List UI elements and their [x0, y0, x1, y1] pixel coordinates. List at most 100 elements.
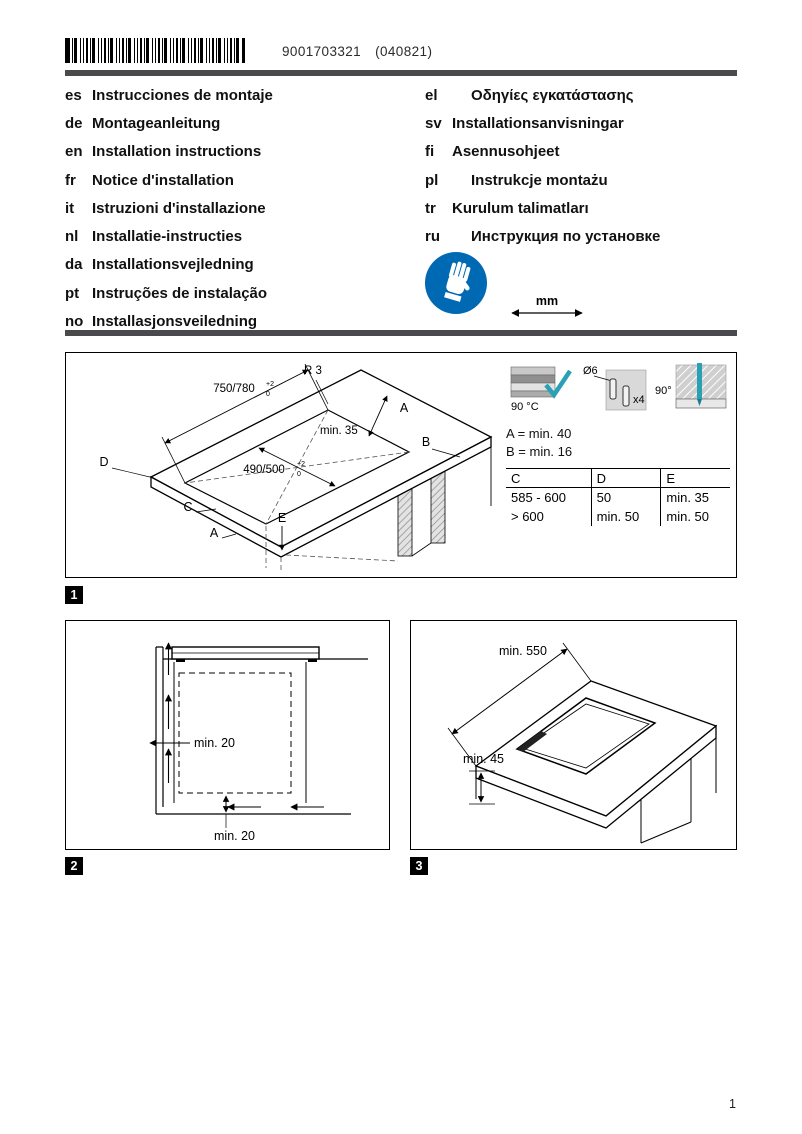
language-label: Installationsanvisningar — [452, 114, 624, 132]
language-row-tr: tr Kurulum talimatları — [425, 194, 737, 222]
dimension-b-spec: B = min. 16 — [506, 444, 573, 459]
language-row-pt: pt Instruções de instalação — [65, 279, 415, 307]
language-label: Инструкция по установке — [471, 228, 661, 246]
step-badge-1: 1 — [65, 586, 83, 604]
barcode-date-code: (040821) — [375, 44, 433, 59]
clearance-table: C D E 585 - 600 50 min. 35 > 600 min. 50… — [506, 468, 730, 526]
figure-2-ventilation-section: min. 20 min. 20 — [65, 620, 390, 850]
figure-1-cutout-drawing: 750/780 +2 0 R 3 min. 35 490/500 +2 0 A … — [65, 352, 737, 578]
min-rear-label: min. 35 — [320, 425, 358, 437]
language-code: es — [65, 86, 82, 104]
language-row-it: it Istruzioni d'installazione — [65, 194, 415, 222]
dimension-a-spec: A = min. 40 — [506, 426, 572, 441]
language-list-right: el Οδηγίες εγκατάστασης sv Installationsan… — [425, 81, 737, 251]
col-header-e: E — [660, 468, 730, 488]
language-row-el: el Οδηγίες εγκατάστασης — [425, 81, 737, 109]
cell-d1: 50 — [590, 487, 661, 507]
dimension-bottom-gap: min. 20 — [214, 795, 255, 843]
mm-scale: mm — [506, 294, 588, 320]
cabinet-below — [475, 738, 717, 844]
label-d: D — [99, 455, 108, 469]
divider-top — [65, 70, 737, 76]
dowel-screws-icon: Ø6 x4 — [579, 361, 649, 415]
worktop-heat-resistance-icon: 90 °C — [506, 361, 576, 415]
col-header-d: D — [590, 468, 661, 488]
language-row-pl: pl Instrukcje montażu — [425, 166, 737, 194]
label-a-bottom: A — [210, 526, 219, 540]
mm-label: mm — [536, 294, 558, 308]
language-code: fr — [65, 171, 76, 189]
language-code: pl — [425, 171, 439, 189]
radius-callout: R 3 — [304, 365, 329, 405]
label-e: E — [278, 511, 286, 525]
worktop-cutout-isometric: 750/780 +2 0 R 3 min. 35 490/500 +2 0 A … — [99, 363, 493, 572]
table-row: 585 - 600 50 min. 35 — [506, 487, 730, 507]
dim-width-tol-plus: +2 — [266, 381, 274, 388]
col-header-c: C — [506, 468, 592, 488]
spec-panel: 90 °C Ø6 x4 — [506, 361, 730, 526]
language-label: Istruzioni d'installazione — [92, 199, 266, 217]
requirement-icons: 90 °C Ø6 x4 — [506, 361, 730, 415]
dimension-side-gap: min. 20 — [149, 736, 235, 750]
page-number: 1 — [729, 1097, 736, 1111]
check-mark — [544, 369, 572, 399]
clearance-label: min. 45 — [463, 752, 504, 766]
dimension-rear-clearance: min. 35 — [320, 395, 388, 437]
language-label: Installatie-instructies — [92, 228, 243, 246]
language-label: Instrukcje montażu — [471, 171, 608, 189]
temperature-label: 90 °C — [511, 401, 539, 413]
language-label: Asennusohjeet — [452, 143, 560, 161]
cell-c1: 585 - 600 — [511, 489, 566, 505]
language-label: Notice d'installation — [92, 171, 234, 189]
table-row: > 600 min. 50 min. 50 — [506, 506, 730, 526]
label-a-top: A — [400, 401, 409, 415]
language-code: tr — [425, 199, 436, 217]
language-code: pt — [65, 284, 80, 302]
language-code: it — [65, 199, 75, 217]
language-label: Οδηγίες εγκατάστασης — [471, 86, 634, 104]
barcode — [65, 38, 245, 63]
language-label: Instruções de instalação — [92, 284, 268, 302]
dimension-clearance: min. 45 — [463, 752, 504, 805]
language-code: no — [65, 313, 84, 331]
dim-width-tol-minus: 0 — [266, 391, 270, 398]
language-row-fr: fr Notice d'installation — [65, 166, 415, 194]
language-row-es: es Instrucciones de montaje — [65, 81, 415, 109]
cabinet-walls — [397, 447, 492, 557]
barcode-number: 9001703321 — [282, 44, 362, 59]
cabinet-section — [155, 646, 368, 815]
language-code: da — [65, 256, 83, 274]
diameter-label: Ø6 — [583, 365, 598, 377]
depth-label: min. 550 — [499, 644, 547, 658]
angle-label: 90° — [655, 385, 672, 397]
barcode-caption: 9001703321 (040821) — [282, 44, 446, 59]
construction-lines — [265, 526, 399, 572]
table-header-row: C D E — [506, 468, 730, 488]
protective-gloves-icon — [424, 251, 488, 315]
cell-e2: min. 50 — [660, 506, 730, 526]
language-code: en — [65, 143, 83, 161]
language-row-sv: sv Installationsanvisningar — [425, 109, 737, 137]
language-label: Kurulum talimatları — [452, 199, 589, 217]
quantity-label: x4 — [633, 394, 645, 406]
drill-bit — [697, 363, 702, 399]
language-label: Installation instructions — [92, 143, 262, 161]
worktop-depth-drawing: min. 550 min. 45 — [447, 642, 718, 844]
radius-label: R 3 — [304, 365, 322, 377]
dim-depth-tol-minus: 0 — [297, 471, 301, 478]
hob-vent — [517, 731, 547, 752]
language-code: sv — [425, 114, 442, 132]
dim-depth-tol-plus: +2 — [297, 461, 305, 468]
language-label: Instrucciones de montaje — [92, 86, 273, 104]
dimension-depth: 490/500 +2 0 — [243, 447, 336, 487]
language-label: Installationsvejledning — [92, 256, 254, 274]
figure-3-worktop-depth: min. 550 min. 45 — [410, 620, 737, 850]
step-badge-2: 2 — [65, 857, 83, 875]
language-label: Montageanleitung — [92, 114, 221, 132]
language-code: el — [425, 86, 438, 104]
